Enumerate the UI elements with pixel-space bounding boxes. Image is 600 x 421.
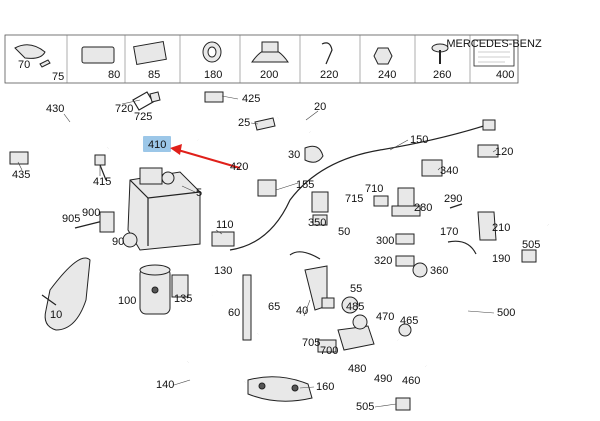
callout-905: 905 [62, 213, 80, 225]
line-150-pipe [229, 119, 499, 251]
callout-120: 120 [495, 146, 513, 158]
leader-lines [17, 95, 497, 408]
parts-left-small [41, 154, 138, 331]
clip-icon [321, 42, 333, 65]
callout-700: 700 [320, 345, 338, 357]
callout-50: 50 [338, 226, 350, 238]
callout-710: 710 [365, 183, 383, 195]
callout-220: 220 [320, 69, 338, 81]
callout-435: 435 [12, 169, 30, 181]
callout-280: 280 [414, 202, 432, 214]
callout-30: 30 [288, 149, 300, 161]
callout-55: 55 [350, 283, 362, 295]
callout-40: 40 [296, 305, 308, 317]
callout-360: 360 [430, 265, 448, 277]
callout-290: 290 [444, 193, 462, 205]
callout-130: 130 [214, 265, 232, 277]
callout-460: 460 [402, 375, 420, 387]
callout-155: 155 [296, 179, 314, 191]
callout-80: 80 [108, 69, 120, 81]
callout-465: 465 [400, 315, 418, 327]
callout-240: 240 [378, 69, 396, 81]
callout-10: 10 [50, 309, 62, 321]
small-bolt-icon [39, 59, 51, 68]
callout-75: 75 [52, 71, 64, 83]
callout-500: 500 [497, 307, 515, 319]
callout-900: 900 [82, 207, 100, 219]
callout-715: 715 [345, 193, 363, 205]
callout-90: 90 [112, 236, 124, 248]
callout-190: 190 [492, 253, 510, 265]
callout-60: 60 [228, 307, 240, 319]
callout-140: 140 [156, 379, 174, 391]
callout-705: 705 [302, 337, 320, 349]
callout-25: 25 [238, 117, 250, 129]
callout-180: 180 [204, 69, 222, 81]
hose-500-long [395, 223, 564, 411]
callout-340: 340 [440, 165, 458, 177]
callout-135: 135 [174, 293, 192, 305]
control-module-icon [81, 46, 115, 64]
callout-170: 170 [440, 226, 458, 238]
callout-65: 65 [268, 301, 280, 313]
key-part-icon [14, 44, 46, 59]
callout-200: 200 [260, 69, 278, 81]
callout-160: 160 [316, 381, 334, 393]
valve-group-right [311, 159, 497, 278]
callout-320: 320 [374, 255, 392, 267]
hose-20-part [254, 115, 324, 163]
callout-110: 110 [216, 219, 234, 231]
hose-460-small [397, 323, 428, 367]
pipe-60-and-140 [184, 274, 260, 389]
pump-mid-group [289, 251, 375, 353]
callout-210: 210 [492, 222, 510, 234]
callout-430: 430 [46, 103, 64, 115]
callout-415: 415 [93, 176, 111, 188]
callout-20: 20 [314, 101, 326, 113]
callout-720: 720 [115, 103, 133, 115]
callout-70: 70 [18, 59, 30, 71]
callout-85: 85 [148, 69, 160, 81]
hose-420-assembly [204, 91, 277, 197]
callout-480: 480 [348, 363, 366, 375]
callout-725: 725 [134, 111, 152, 123]
canister-100 [139, 264, 215, 315]
callout-150: 150 [410, 134, 428, 146]
callout-505-upper: 505 [522, 239, 540, 251]
callout-470: 470 [376, 311, 394, 323]
callout-505-lower: 505 [356, 401, 374, 413]
callout-490: 490 [374, 373, 392, 385]
callout-485: 485 [346, 301, 364, 313]
callout-420: 420 [230, 161, 248, 173]
nut-icon [373, 47, 393, 65]
callout-410-highlighted[interactable]: 410 [148, 139, 166, 151]
callout-400: 400 [496, 69, 514, 81]
bracket-160 [247, 376, 313, 402]
callout-260: 260 [433, 69, 451, 81]
heater-unit-5 [127, 167, 235, 251]
label-box-text: MERCEDES-BENZ [446, 38, 542, 50]
callout-5: 5 [196, 187, 202, 199]
callout-100: 100 [118, 295, 136, 307]
callout-labels: 430 720 725 425 20 25 420 30 150 120 340… [12, 93, 540, 413]
highlight-410[interactable]: 410 [143, 136, 241, 169]
callout-350: 350 [308, 217, 326, 229]
pad-icon [133, 40, 167, 66]
hose-430-assembly [9, 91, 199, 165]
info-label-icon [473, 39, 515, 67]
header-strip: MERCEDES-BENZ 70 75 80 85 180 200 220 24… [4, 34, 542, 84]
callout-300: 300 [376, 235, 394, 247]
callout-425: 425 [242, 93, 260, 105]
